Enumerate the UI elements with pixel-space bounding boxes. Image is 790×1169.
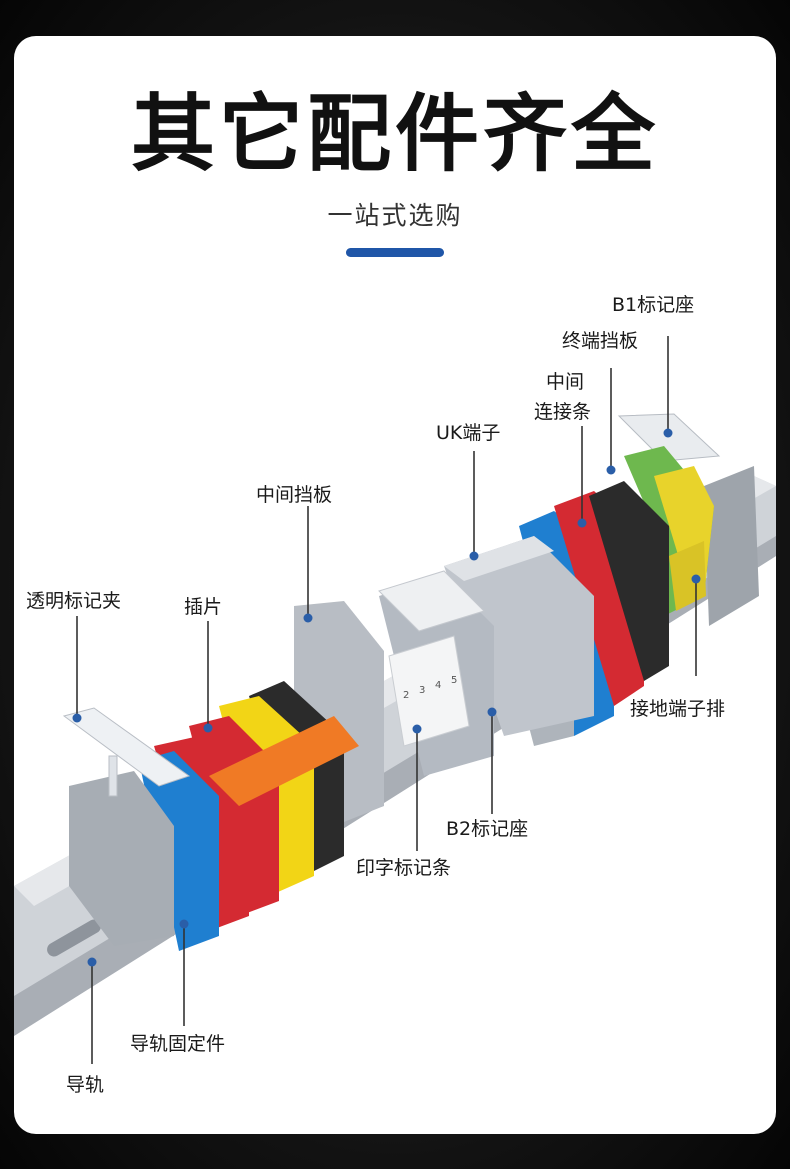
- leader-dots: [72, 428, 701, 967]
- label-b1-marker-seat: B1标记座: [612, 294, 695, 316]
- label-middle-bridge-line1: 中间: [546, 371, 585, 393]
- marker-number: 2: [403, 690, 409, 701]
- label-rail-fixing: 导轨固定件: [130, 1033, 226, 1055]
- label-b2-marker-seat: B2标记座: [446, 818, 529, 840]
- label-insert-piece: 插片: [184, 596, 223, 618]
- leader-lines: [76, 336, 697, 1064]
- label-ground-terminal-block: 接地端子排: [630, 698, 726, 720]
- label-end-plate: 终端挡板: [562, 330, 639, 352]
- terminal-stack-front: [139, 681, 359, 951]
- product-card: 其它配件齐全 一站式选购: [14, 36, 776, 1134]
- rail-fixing-shape: [69, 771, 174, 946]
- transparent-marker-clip-shape: [62, 707, 191, 797]
- accent-divider: [346, 248, 444, 257]
- b1-marker-seat-shape: [617, 413, 759, 626]
- label-middle-bridge-line2: 连接条: [534, 401, 592, 423]
- marker-number: 4: [435, 680, 441, 691]
- label-transparent-marker-clip: 透明标记夹: [26, 590, 122, 612]
- uk-terminals: [444, 536, 594, 736]
- label-uk-terminal: UK端子: [436, 422, 501, 444]
- page-subtitle: 一站式选购: [327, 201, 463, 230]
- marker-number: 5: [451, 675, 457, 686]
- marker-number: 3: [419, 685, 425, 696]
- label-printed-marker-strip: 印字标记条: [356, 857, 452, 879]
- page-title: 其它配件齐全: [130, 85, 659, 183]
- printed-marker-strip-shape: 2 3 4 5: [388, 635, 470, 747]
- label-middle-partition: 中间挡板: [256, 484, 333, 506]
- terminal-block-assembly-photo: 2 3 4 5: [14, 336, 776, 1064]
- label-rail: 导轨: [66, 1074, 105, 1096]
